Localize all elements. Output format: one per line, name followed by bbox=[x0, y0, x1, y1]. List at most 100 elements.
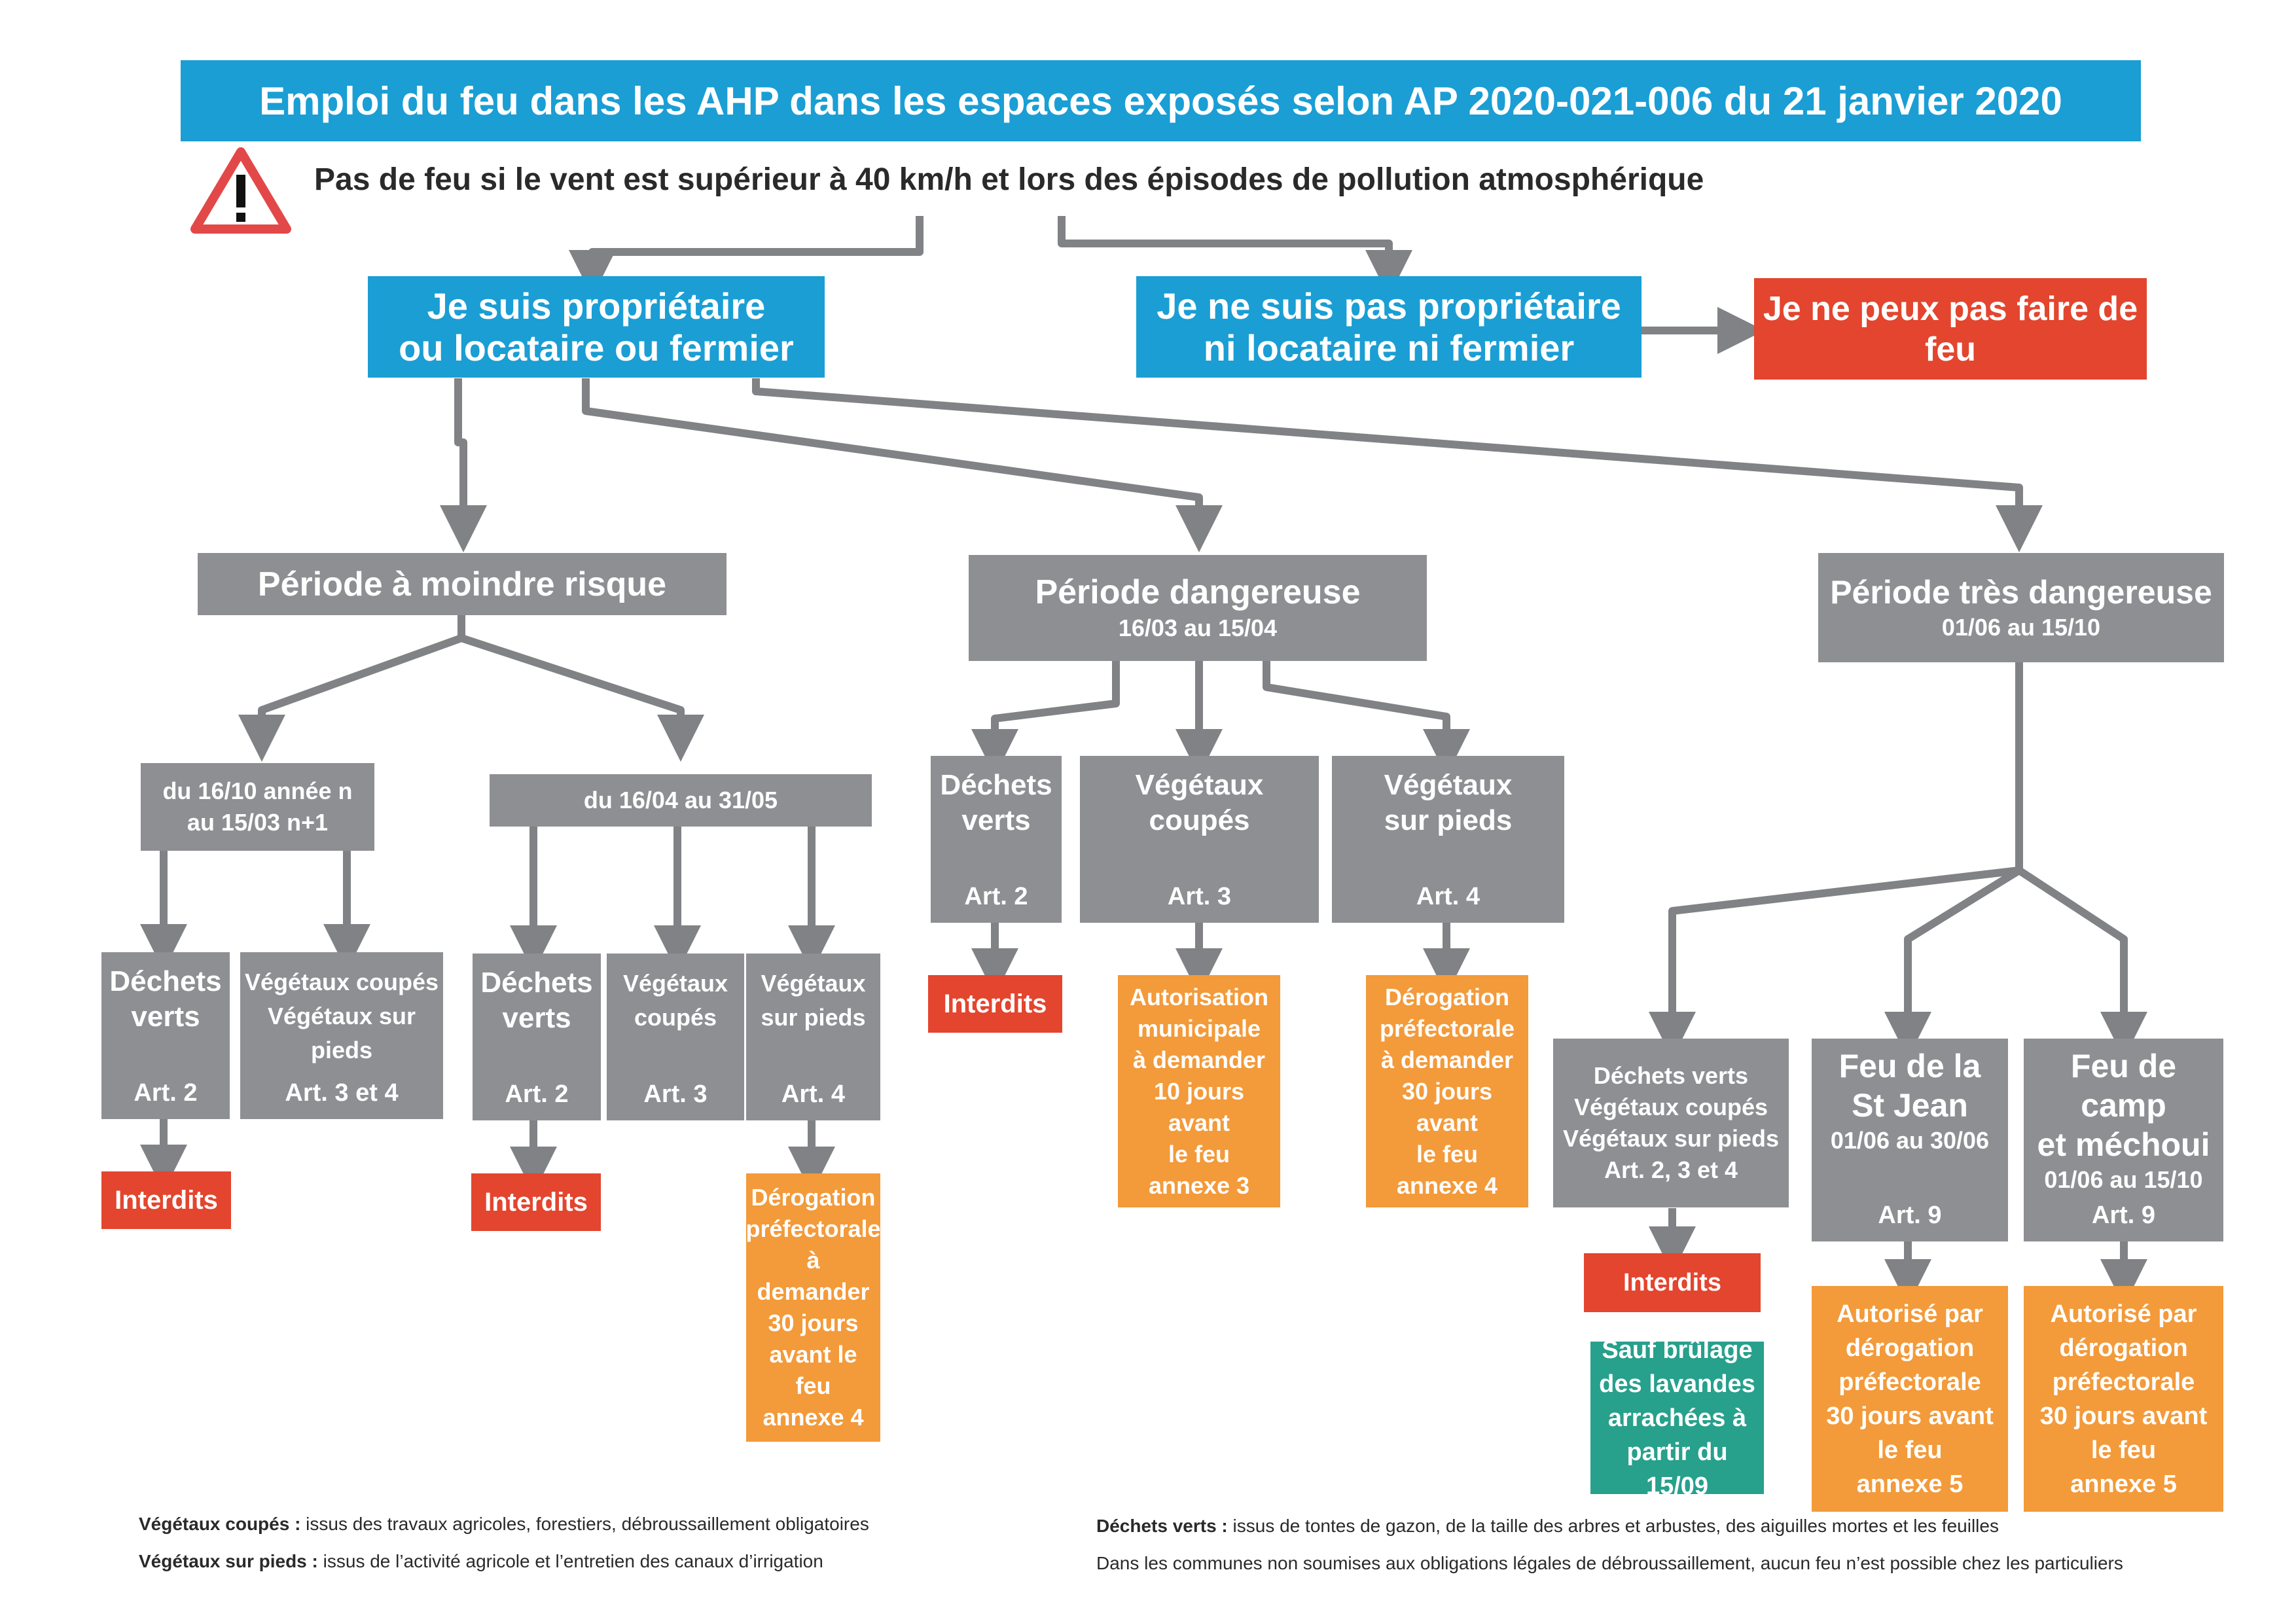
owner-box: Je suis propriétaire ou locataire ou fer… bbox=[368, 276, 825, 378]
d2-line2: coupés bbox=[1149, 804, 1250, 836]
interdits-2: Interdits bbox=[471, 1173, 601, 1231]
owner-line1: Je suis propriétaire bbox=[427, 285, 766, 327]
page-title: Emploi du feu dans les AHP dans les espa… bbox=[181, 60, 2141, 141]
autorisation-0: Autorisation bbox=[1130, 983, 1268, 1010]
period-very-dangerous-dates: 01/06 au 15/10 bbox=[1941, 613, 2101, 641]
leaf4-line2: coupés bbox=[634, 1004, 717, 1031]
leaf3-line1: Déchets bbox=[480, 967, 593, 999]
period-dangerous-dates: 16/03 au 15/04 bbox=[1118, 615, 1278, 641]
sauf-2: arrachées à bbox=[1607, 1404, 1747, 1432]
sauf-3: partir du 15/09 bbox=[1626, 1438, 1728, 1500]
period-very-dangerous: Période très dangereuse 01/06 au 15/10 bbox=[1818, 553, 2224, 662]
footnote-dv-term: Déchets verts : bbox=[1096, 1516, 1228, 1536]
v2-line1: Feu de la bbox=[1839, 1048, 1981, 1084]
no-fire-box: Je ne peux pas faire de feu bbox=[1754, 278, 2147, 380]
leaf-vegetaux-coupes-1: Végétaux coupés Art. 3 bbox=[607, 954, 744, 1120]
interdits-3: Interdits bbox=[928, 975, 1062, 1033]
leaf5-line2: sur pieds bbox=[761, 1004, 866, 1031]
footnote-communes: Dans les communes non soumises aux oblig… bbox=[1096, 1553, 2123, 1574]
autorise2-5: annexe 5 bbox=[2070, 1470, 2177, 1498]
leaf4-line1: Végétaux bbox=[622, 970, 728, 997]
autorisation-4: le feu bbox=[1168, 1140, 1230, 1168]
derog-danger-3: 30 jours avant bbox=[1401, 1077, 1493, 1136]
footnote-vp-term: Végétaux sur pieds : bbox=[139, 1551, 318, 1571]
footnote-dechets-verts: Déchets verts : issus de tontes de gazon… bbox=[1096, 1516, 1999, 1537]
derogation-danger: Dérogation préfectorale à demander 30 jo… bbox=[1366, 975, 1528, 1207]
not-owner-box: Je ne suis pas propriétaire ni locataire… bbox=[1136, 276, 1641, 378]
not-owner-line2: ni locataire ni fermier bbox=[1203, 327, 1575, 368]
footnote-vegetaux-coupes: Végétaux coupés : issus des travaux agri… bbox=[139, 1514, 869, 1535]
d3-line1: Végétaux bbox=[1384, 769, 1513, 801]
leaf2-line2: Végétaux sur pieds bbox=[267, 1003, 416, 1063]
d1-line1: Déchets bbox=[940, 769, 1052, 801]
footnote-vc-term: Végétaux coupés : bbox=[139, 1514, 301, 1534]
period-dangerous-title: Période dangereuse bbox=[1035, 573, 1361, 611]
leaf1-line1: Déchets bbox=[109, 965, 222, 997]
derog-low-5: avant le feu bbox=[769, 1341, 857, 1399]
derog-low-1: préfectorale bbox=[745, 1215, 881, 1242]
v2-art: Art. 9 bbox=[1878, 1202, 1942, 1229]
owner-line2: ou locataire ou fermier bbox=[399, 327, 794, 368]
derog-danger-5: annexe 4 bbox=[1396, 1171, 1498, 1199]
v3-dates: 01/06 au 15/10 bbox=[2044, 1166, 2203, 1193]
d2-art: Art. 3 bbox=[1167, 883, 1232, 910]
autorisation-municipale: Autorisation municipale à demander 10 jo… bbox=[1118, 975, 1280, 1207]
derog-danger-1: préfectorale bbox=[1379, 1014, 1515, 1042]
wind-warning: Pas de feu si le vent est supérieur à 40… bbox=[314, 162, 1704, 197]
low-period-a-line1: du 16/10 année n bbox=[162, 777, 353, 804]
v1-line3: Végétaux sur pieds bbox=[1562, 1125, 1780, 1152]
leaf-vegetaux-sur-pieds-1: Végétaux sur pieds Art. 4 bbox=[746, 954, 880, 1120]
footnote-vp-def: issus de l’activité agricole et l’entret… bbox=[317, 1551, 823, 1571]
leaf5-line1: Végétaux bbox=[761, 970, 866, 997]
autorise1-5: annexe 5 bbox=[1856, 1470, 1964, 1498]
leaf4-art: Art. 3 bbox=[643, 1080, 708, 1108]
period-dangerous: Période dangereuse 16/03 au 15/04 bbox=[969, 555, 1427, 661]
derog-low-4: 30 jours bbox=[768, 1310, 859, 1336]
autorise1-1: dérogation bbox=[1845, 1334, 1975, 1362]
derog-danger-4: le feu bbox=[1416, 1140, 1479, 1168]
leaf2-art: Art. 3 et 4 bbox=[285, 1079, 399, 1107]
autorise2-0: Autorisé par bbox=[2050, 1300, 2197, 1328]
warning-icon bbox=[190, 147, 291, 234]
autorise1-4: le feu bbox=[1877, 1436, 1943, 1464]
derog-low-3: demander bbox=[757, 1278, 870, 1305]
low-period-a-line2: au 15/03 n+1 bbox=[187, 809, 329, 836]
v1-art: Art. 2, 3 et 4 bbox=[1604, 1156, 1738, 1183]
v3-art: Art. 9 bbox=[2091, 1202, 2156, 1229]
v3-line1: Feu de camp bbox=[2070, 1048, 2177, 1124]
derog-low-0: Dérogation bbox=[751, 1184, 876, 1211]
low-period-a: du 16/10 année n au 15/03 n+1 bbox=[141, 763, 374, 851]
derog-danger-2: à demander bbox=[1380, 1046, 1514, 1073]
derog-low-2: à bbox=[806, 1247, 820, 1274]
period-very-dangerous-title: Période très dangereuse bbox=[1830, 573, 2212, 611]
very-feu-de-camp: Feu de camp et méchoui 01/06 au 15/10 Ar… bbox=[2024, 1039, 2223, 1241]
footnote-vc-def: issus des travaux agricoles, forestiers,… bbox=[300, 1514, 869, 1534]
autorisation-1: municipale bbox=[1137, 1014, 1261, 1042]
derog-danger-0: Dérogation bbox=[1384, 983, 1509, 1010]
autorise1-2: préfectorale bbox=[1839, 1368, 1981, 1396]
autorise-st-jean: Autorisé par dérogation préfectorale 30 … bbox=[1812, 1286, 2008, 1512]
d1-line2: verts bbox=[961, 804, 1031, 836]
leaf1-line2: verts bbox=[131, 1001, 200, 1033]
leaf2-line1: Végétaux coupés bbox=[244, 969, 439, 995]
v3-line2: et méchoui bbox=[2037, 1126, 2210, 1163]
autorise2-2: préfectorale bbox=[2052, 1368, 2195, 1396]
period-low-risk: Période à moindre risque bbox=[198, 553, 726, 615]
autorise2-4: le feu bbox=[2090, 1436, 2157, 1464]
sauf-brulage-lavandes: Sauf brûlage des lavandes arrachées à pa… bbox=[1590, 1336, 1764, 1500]
derog-low-6: annexe 4 bbox=[762, 1404, 864, 1431]
v1-line1: Déchets verts bbox=[1593, 1062, 1749, 1089]
footnote-communes-text: Dans les communes non soumises aux oblig… bbox=[1096, 1553, 2123, 1573]
d2-line1: Végétaux bbox=[1135, 769, 1264, 801]
very-dechets-vegetaux: Déchets verts Végétaux coupés Végétaux s… bbox=[1553, 1039, 1789, 1207]
interdits-4: Interdits bbox=[1584, 1253, 1761, 1312]
d3-line2: sur pieds bbox=[1384, 804, 1513, 836]
sauf-0: Sauf brûlage bbox=[1602, 1336, 1753, 1364]
leaf5-art: Art. 4 bbox=[781, 1080, 846, 1108]
footnote-vegetaux-sur-pieds: Végétaux sur pieds : issus de l’activité… bbox=[139, 1551, 823, 1572]
very-feu-st-jean: Feu de la St Jean 01/06 au 30/06 Art. 9 bbox=[1812, 1039, 2008, 1241]
